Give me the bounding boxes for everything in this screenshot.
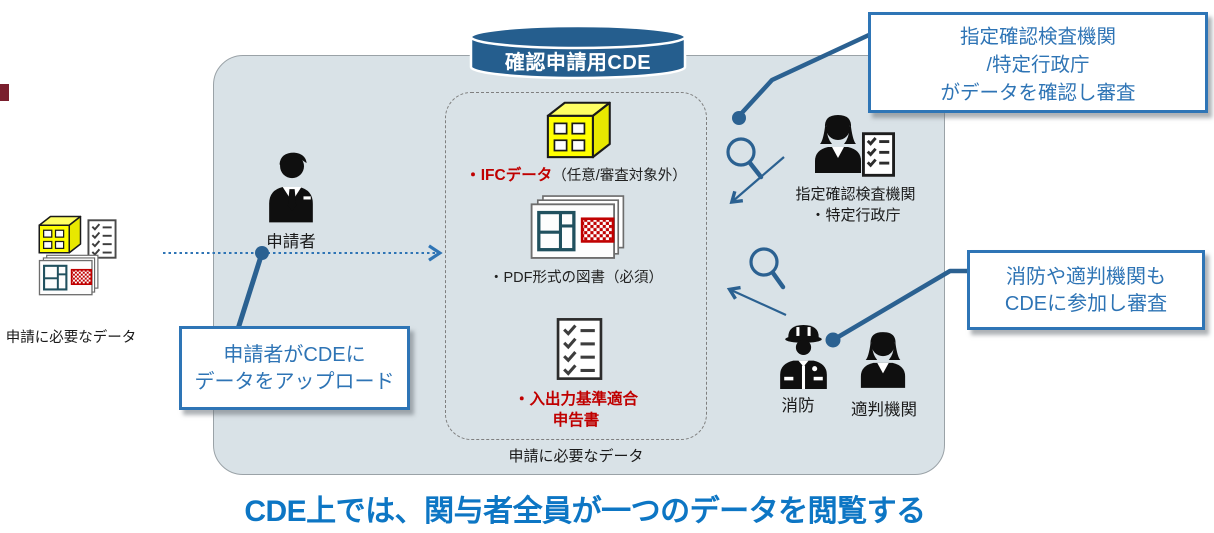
applicant-callout-connector <box>234 246 269 335</box>
inspector-person-icon <box>815 115 861 173</box>
pdf-drawings-label: ・PDF形式の図書（必須） <box>489 270 663 286</box>
checklist-doc-icon-small <box>87 219 117 259</box>
upload-callout-line2: データをアップロード <box>194 371 395 393</box>
left-data-caption: 申請に必要なデータ <box>5 330 137 346</box>
edge-fragment <box>0 84 9 101</box>
cde-cylinder-label: 確認申請用CDE <box>504 52 652 74</box>
application-data-box <box>445 92 707 440</box>
ifc-model-cube-icon <box>546 101 611 159</box>
footer-headline: CDE上では、関与者全員が一つのデータを閲覧する <box>244 495 926 528</box>
cde-cylinder-icon <box>469 24 687 80</box>
applicant-label: 申請者 <box>266 233 316 251</box>
applicant-person-icon <box>269 152 313 223</box>
fire-callout-line2: CDEに参加し審査 <box>1004 293 1168 315</box>
declaration-label-line1: ・入出力基準適合 <box>513 391 638 408</box>
firefighter-person-icon <box>780 325 827 389</box>
bim-model-cube-icon-small <box>38 215 82 254</box>
upload-callout-line1: 申請者がCDEに <box>223 344 366 366</box>
fire-callout-connector <box>825 268 970 348</box>
upload-callout: 申請者がCDEに データをアップロード <box>179 326 410 410</box>
inspection-magnifier-icon <box>726 137 785 205</box>
fire-magnifier-icon <box>726 247 787 317</box>
pdf-drawings-stack-icon <box>530 195 625 259</box>
fire-dept-label: 消防 <box>781 397 815 415</box>
ifc-data-note: （任意/審査対象外） <box>552 168 687 184</box>
inspection-callout-line2: /特定行政庁 <box>986 54 1090 76</box>
conformity-person-icon <box>860 332 906 388</box>
pdf-drawings-stack-icon-small <box>38 254 99 296</box>
inspection-callout-connector <box>732 25 887 125</box>
declaration-label-line2: 申告書 <box>552 412 600 429</box>
ifc-data-label-row: ・IFCデータ（任意/審査対象外） <box>445 163 707 185</box>
inspector-checklist-icon <box>862 132 895 177</box>
declaration-label: ・入出力基準適合 申告書 <box>445 389 707 431</box>
inspector-label: 指定確認検査機関 ・特定行政庁 <box>768 184 943 226</box>
inner-data-caption: 申請に必要なデータ <box>508 448 644 465</box>
inspector-label-line1: 指定確認検査機関 <box>795 186 916 203</box>
inspection-callout: 指定確認検査機関 /特定行政庁 がデータを確認し審査 <box>868 12 1208 113</box>
ifc-data-label: ・IFCデータ <box>465 167 553 184</box>
declaration-checklist-icon <box>556 318 603 380</box>
inspector-label-line2: ・特定行政庁 <box>810 207 901 224</box>
fire-callout-line1: 消防や適判機関も <box>1006 266 1166 288</box>
conformity-body-label: 適判機関 <box>851 401 917 419</box>
inspection-callout-line1: 指定確認検査機関 <box>959 26 1116 48</box>
inspection-callout-line3: がデータを確認し審査 <box>940 82 1136 104</box>
fire-callout: 消防や適判機関も CDEに参加し審査 <box>967 250 1205 330</box>
